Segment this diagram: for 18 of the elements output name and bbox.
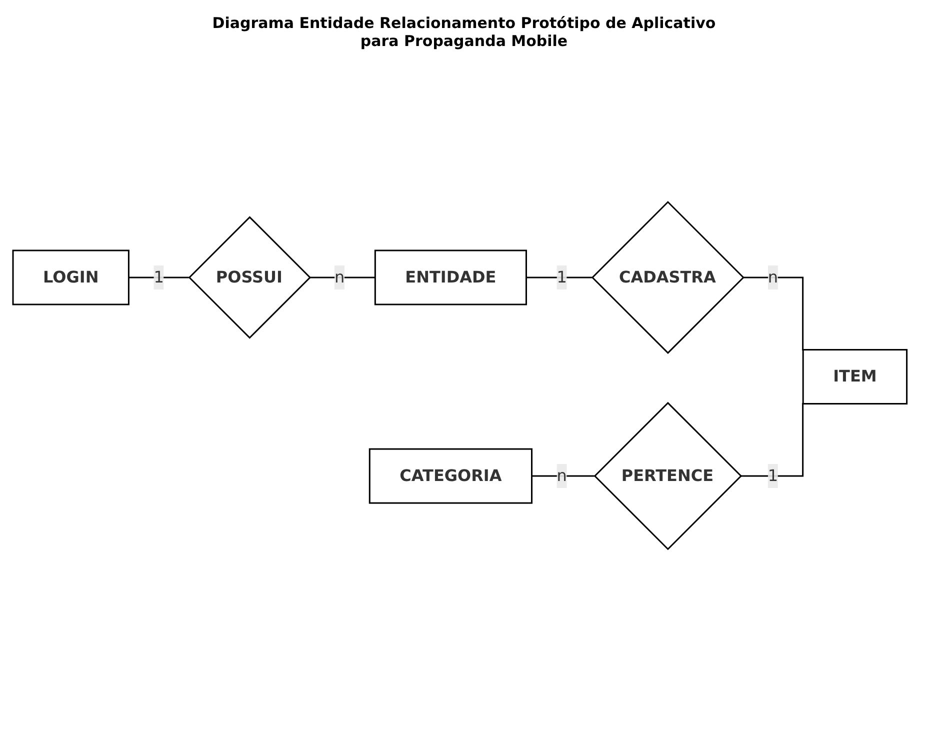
edge-label: 1	[154, 268, 164, 287]
node-box: CATEGORIA	[368, 448, 533, 504]
connector	[310, 277, 376, 279]
node-box: ENTIDADE	[374, 250, 528, 306]
connector	[128, 277, 189, 279]
node-diamond: CADASTRA	[591, 201, 745, 354]
diagram-title: Diagrama Entidade Relacionamento Protótipo de Aplicativo para Propaganda Mobile	[211, 14, 717, 50]
node-box: ITEM	[802, 349, 908, 405]
connector	[526, 277, 592, 279]
edge-label: 1	[556, 268, 568, 287]
connector	[532, 476, 594, 478]
edge-label: n	[556, 466, 568, 486]
edge-label: n	[334, 268, 345, 287]
edge-label: 1	[768, 466, 778, 486]
edge-label: n	[768, 268, 778, 287]
node-diamond: PERTENCE	[594, 402, 742, 551]
node-diamond: POSSUI	[188, 216, 312, 340]
node-box: LOGIN	[12, 250, 130, 306]
